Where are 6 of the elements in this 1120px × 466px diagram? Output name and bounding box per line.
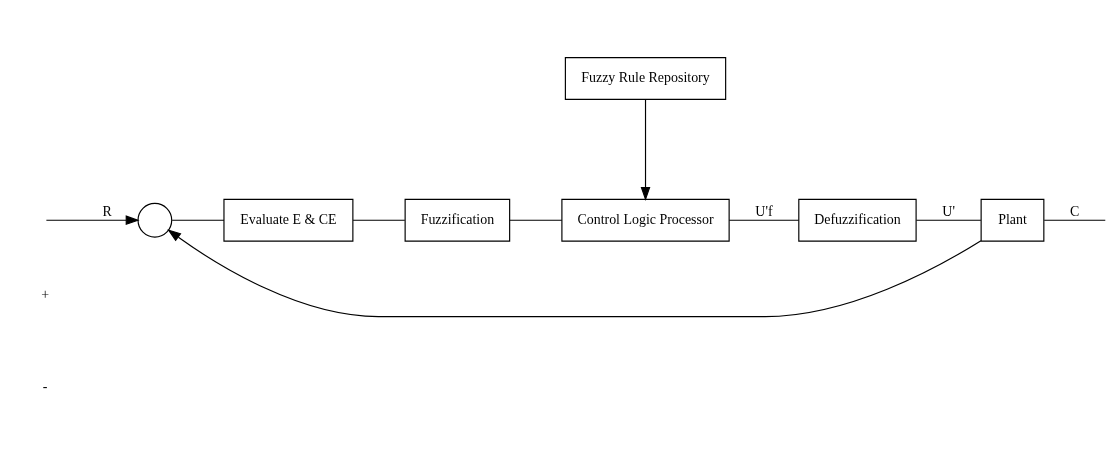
edge-label: U'f [755, 204, 773, 220]
edge-label: C [1069, 204, 1080, 220]
edge-label: R [102, 204, 112, 220]
label: + [41, 287, 50, 303]
edge-label: U' [942, 204, 955, 220]
label: - [42, 379, 48, 395]
